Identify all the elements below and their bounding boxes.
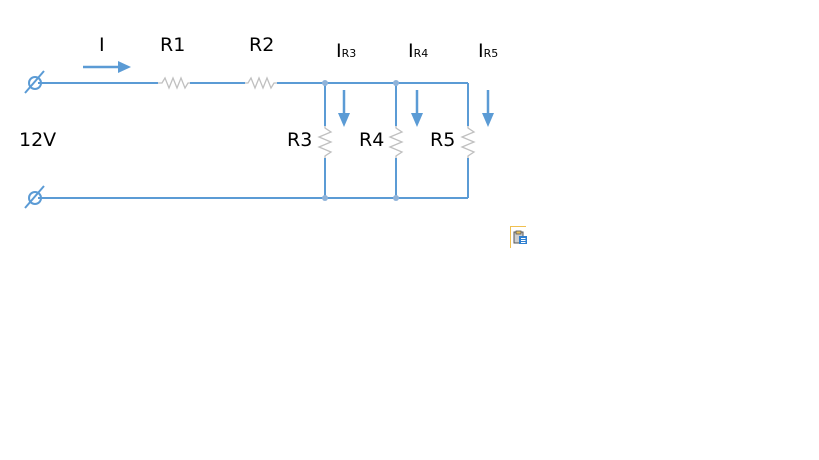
terminal-bottom-icon [24,185,45,209]
current-label-ir4: IR4 [408,40,428,62]
current-arrow-main-icon [83,61,131,73]
resistor-label-r5: R5 [430,129,456,151]
resistor-r2-symbol [245,76,277,90]
current-arrow-r5-icon [482,90,494,127]
junction-top-r4 [393,80,399,86]
current-label-ir5-main: I [478,40,484,62]
resistor-label-r4: R4 [359,129,385,151]
junction-bottom-r3 [322,195,328,201]
current-arrow-r4-icon [411,90,423,127]
resistor-r5-symbol [460,126,476,158]
current-label-ir4-main: I [408,40,414,62]
current-arrow-r3-icon [338,90,350,127]
clipboard-paste-icon [513,230,527,244]
current-label-ir3: IR3 [336,40,356,62]
terminal-top-icon [24,70,45,94]
resistor-r4-symbol [388,126,404,158]
resistor-r1-symbol [158,76,190,90]
paste-options-button[interactable] [510,226,527,248]
resistor-label-r1: R1 [160,34,186,56]
current-label-main: I [99,34,105,56]
current-label-ir5: IR5 [478,40,498,62]
resistor-label-r3: R3 [287,129,313,151]
current-label-ir3-main: I [336,40,342,62]
resistor-r3-symbol [317,126,333,158]
current-label-ir5-sub: R5 [483,47,499,60]
source-voltage-label: 12V [19,129,57,151]
current-label-ir4-sub: R4 [413,47,429,60]
junction-bottom-r4 [393,195,399,201]
resistor-label-r2: R2 [249,34,275,56]
current-label-ir3-sub: R3 [341,47,357,60]
junction-top-r3 [322,80,328,86]
